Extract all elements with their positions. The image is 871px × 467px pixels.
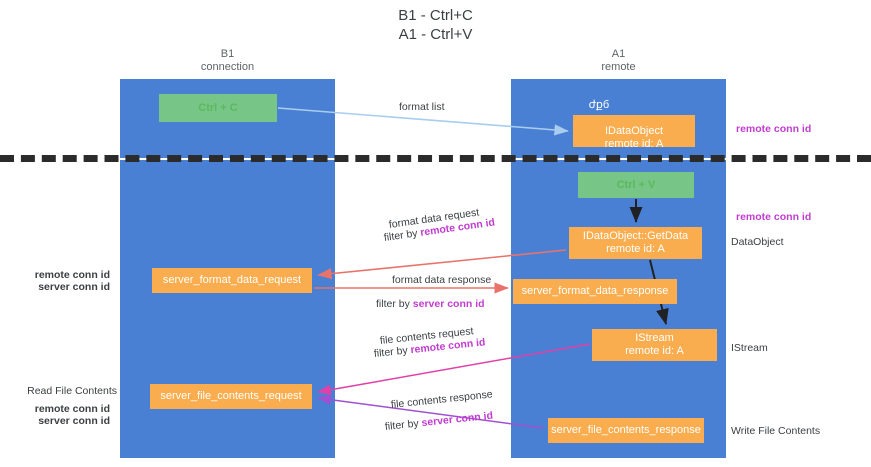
node-server-file-contents-request[interactable]: server_file_contents_request bbox=[150, 384, 312, 409]
filter-prefix: filter by bbox=[376, 298, 413, 310]
node-ctrl-v[interactable]: Ctrl + V bbox=[578, 172, 694, 198]
right-label-write-file-contents: Write File Contents bbox=[731, 425, 821, 437]
column-header-b1: B1 connection bbox=[200, 48, 255, 73]
node-server-format-data-request[interactable]: server_format_data_request bbox=[152, 268, 312, 293]
right-label-remote-conn-id-mid: remote conn id bbox=[736, 211, 812, 223]
left-label-remote-conn-id-2: remote conn id bbox=[34, 403, 110, 415]
edge-label-file-contents-response-filter: filter by server conn id bbox=[384, 410, 493, 434]
lane-b1-bottom bbox=[120, 160, 335, 458]
edge-label-format-list: format list bbox=[399, 101, 445, 113]
filter-prefix: filter by bbox=[384, 417, 423, 433]
page-title: B1 - Ctrl+C A1 - Ctrl+V bbox=[398, 7, 473, 43]
right-label-dataobject: DataObject bbox=[731, 236, 784, 248]
right-label-remote-conn-id-top: remote conn id bbox=[736, 123, 812, 135]
edge-label-format-data-response: format data response bbox=[392, 274, 492, 286]
left-label-server-conn-id-2: server conn id bbox=[38, 415, 110, 427]
edge-label-format-data-response-filter: filter by server conn id bbox=[376, 298, 485, 311]
right-label-istream: IStream bbox=[731, 342, 768, 354]
lane-a1-bottom bbox=[511, 160, 726, 458]
filter-prefix: filter by bbox=[373, 344, 412, 360]
node-ctrl-c[interactable]: Ctrl + C bbox=[159, 94, 277, 122]
node-idataobject[interactable]: ժքб IDataObject remote id: A bbox=[573, 99, 695, 150]
node-idataobject-label: IDataObject remote id: A bbox=[604, 124, 664, 150]
edge-label-file-contents-response: file contents response bbox=[390, 388, 494, 411]
left-label-read-file-contents: Read File Contents bbox=[27, 385, 117, 397]
node-istream[interactable]: IStream remote id: A bbox=[592, 329, 717, 361]
filter-value-server-conn-id: server conn id bbox=[420, 409, 494, 430]
node-idataobject-artifact: ժքб bbox=[588, 98, 610, 111]
filter-value-server-conn-id: server conn id bbox=[412, 298, 485, 310]
node-server-file-contents-response[interactable]: server_file_contents_response bbox=[548, 418, 704, 443]
left-label-server-conn-id: server conn id bbox=[38, 281, 110, 293]
column-header-a1: A1 remote bbox=[601, 48, 636, 73]
divider-dashed bbox=[0, 155, 871, 162]
left-label-remote-conn-id: remote conn id bbox=[34, 269, 110, 281]
node-idataobject-getdata[interactable]: IDataObject::GetData remote id: A bbox=[569, 227, 702, 259]
node-server-format-data-response[interactable]: server_format_data_response bbox=[513, 279, 677, 304]
